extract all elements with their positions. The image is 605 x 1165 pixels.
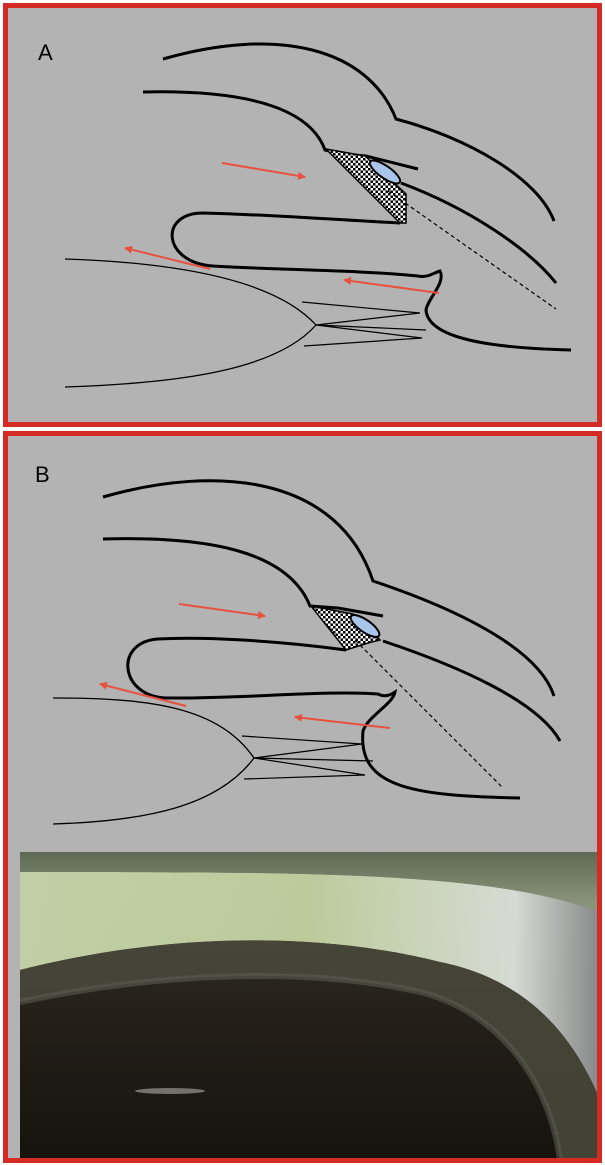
reflection bbox=[135, 1088, 205, 1094]
sclera-lower-curve bbox=[383, 641, 560, 741]
iris bbox=[172, 213, 571, 350]
arrow bbox=[295, 717, 390, 728]
iris bbox=[128, 638, 520, 798]
zonules bbox=[242, 736, 373, 779]
outer-curve bbox=[163, 44, 554, 221]
panel-a: A bbox=[3, 3, 602, 427]
lens-outline bbox=[53, 698, 254, 824]
panel-b: B bbox=[3, 431, 602, 1163]
inner-curve bbox=[103, 539, 383, 616]
diagram-a bbox=[8, 8, 597, 422]
zonules bbox=[302, 302, 426, 346]
dashed-line bbox=[388, 191, 556, 309]
gonioscopy-image bbox=[20, 852, 601, 1160]
inner-curve bbox=[143, 92, 418, 169]
lens-outline bbox=[65, 259, 316, 387]
sclera-lower-curve bbox=[401, 183, 556, 283]
arrow bbox=[179, 604, 265, 616]
trabecular-meshwork bbox=[326, 149, 406, 223]
gonioscopy-photo bbox=[20, 852, 601, 1160]
arrow bbox=[222, 163, 305, 177]
arrow bbox=[125, 248, 210, 269]
outer-curve bbox=[103, 481, 554, 696]
diagram-b bbox=[8, 436, 597, 852]
arrow bbox=[344, 280, 439, 293]
